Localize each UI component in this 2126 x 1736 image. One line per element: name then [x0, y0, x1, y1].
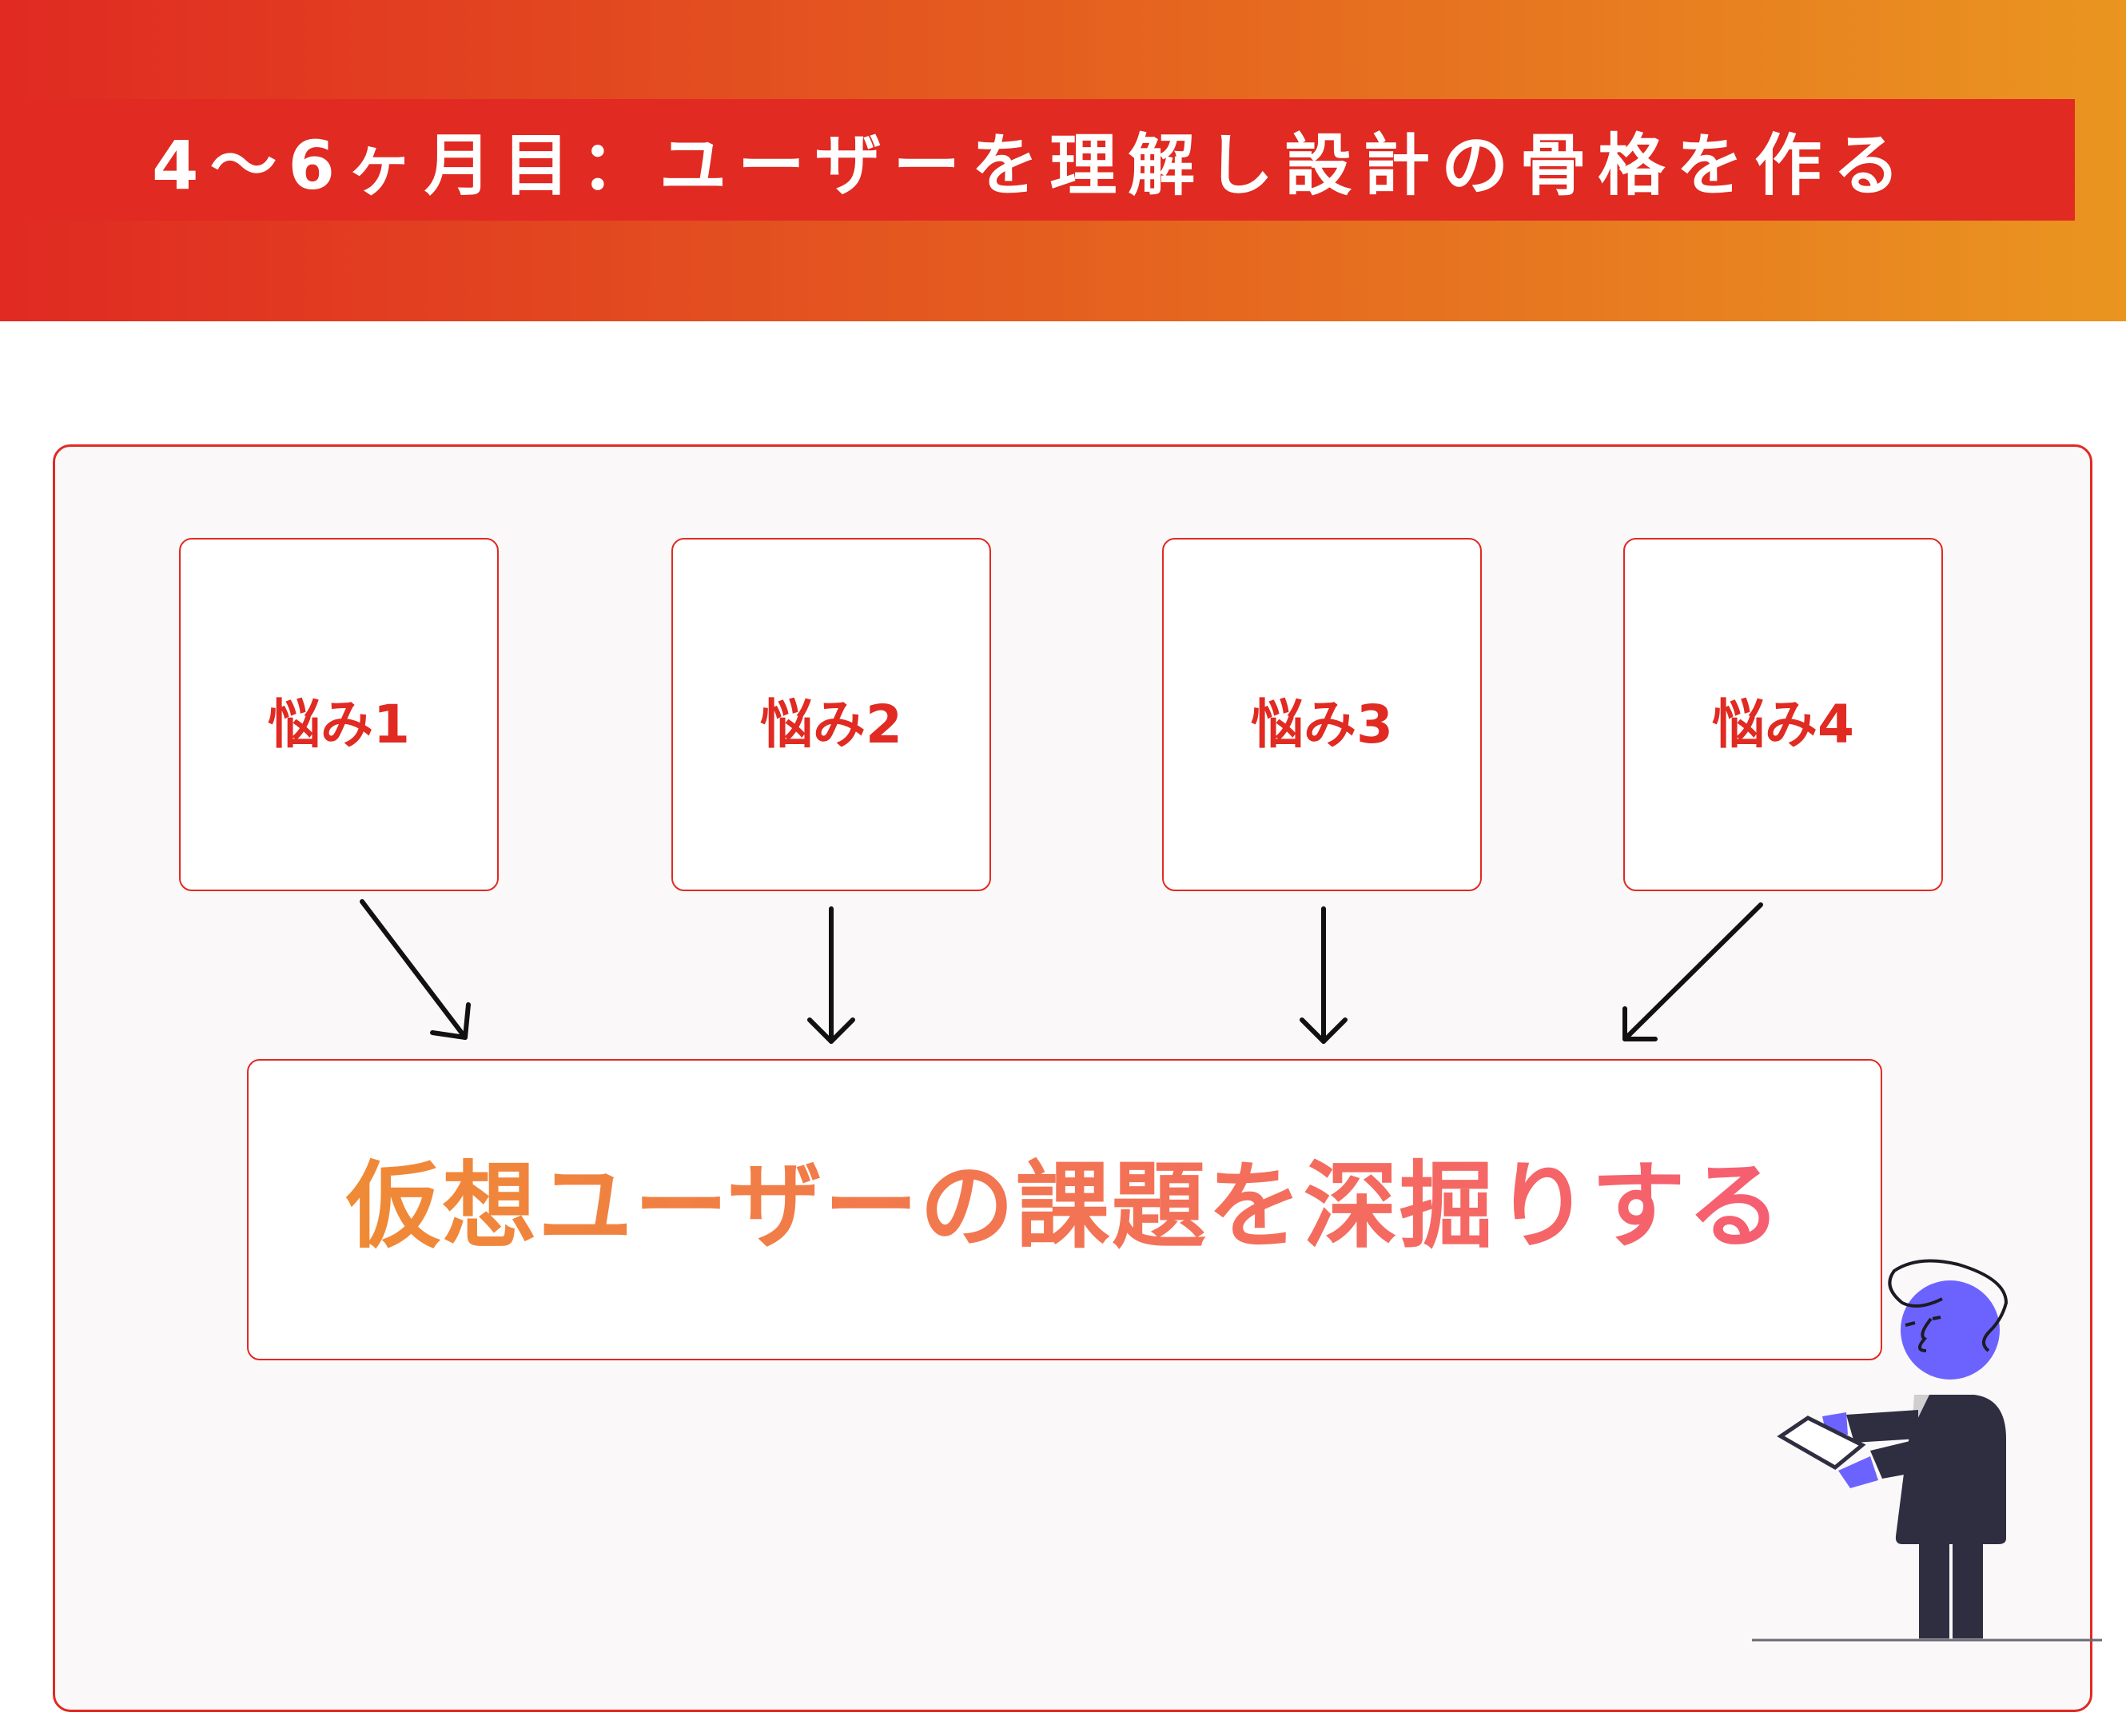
result-box: 仮想ユーザーの課題を深掘りする: [247, 1059, 1882, 1360]
title-bar: 4〜6ヶ月目：ユーザーを理解し設計の骨格を作る: [0, 99, 2075, 221]
worry-box-1: 悩み1: [179, 538, 499, 891]
worry-label: 悩み3: [1251, 694, 1393, 755]
worry-box-2: 悩み2: [671, 538, 991, 891]
arrow-icon: [1622, 902, 1763, 1041]
page-title: 4〜6ヶ月目：ユーザーを理解し設計の骨格を作る: [152, 125, 1912, 205]
person-illustration: [1752, 1259, 2102, 1642]
arrow-icon: [807, 906, 855, 1044]
arrow-icon: [1300, 906, 1348, 1044]
worry-box-3: 悩み3: [1162, 538, 1482, 891]
arrow-icon: [360, 899, 471, 1040]
worry-label: 悩み2: [760, 694, 902, 755]
worry-label: 悩み4: [1712, 694, 1854, 755]
header-banner: 4〜6ヶ月目：ユーザーを理解し設計の骨格を作る: [0, 0, 2126, 321]
worry-label: 悩み1: [268, 694, 410, 755]
worry-box-4: 悩み4: [1623, 538, 1943, 891]
result-label: 仮想ユーザーの課題を深掘りする: [346, 1129, 1783, 1266]
